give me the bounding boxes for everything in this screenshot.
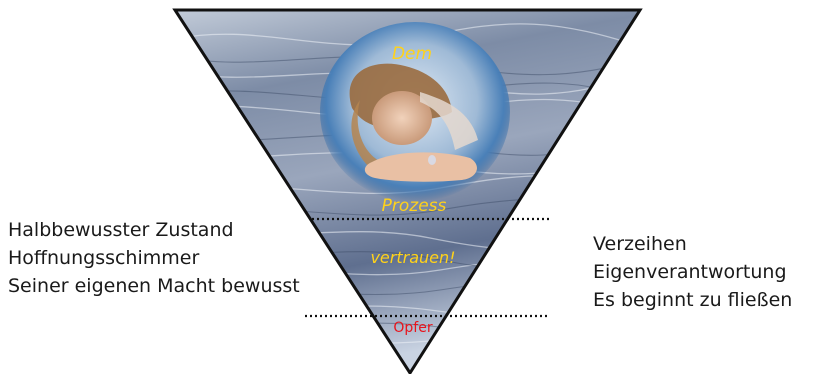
portrait-vignette [320,22,510,202]
right-list-item: Eigenverantwortung [593,261,787,283]
right-list-item: Verzeihen [593,233,687,255]
motto-word-prozess: Prozess [381,196,447,216]
triangle-outline [172,8,643,374]
left-list-item: Halbbewusster Zustand [8,219,234,241]
motto-word-dem: Dem [391,44,433,64]
right-list-item: Es beginnt zu fließen [593,289,793,311]
right-stage-list: Verzeihen Eigenverantwortung Es beginnt … [593,230,792,314]
left-list-item: Seiner eigenen Macht bewusst [8,275,300,297]
motto-word-vertrauen: vertrauen! [370,248,456,267]
left-list-item: Hoffnungsschimmer [8,247,200,269]
left-stage-list: Halbbewusster Zustand Hoffnungsschimmer … [8,216,300,300]
bottom-stage-label: Opfer [393,320,433,336]
